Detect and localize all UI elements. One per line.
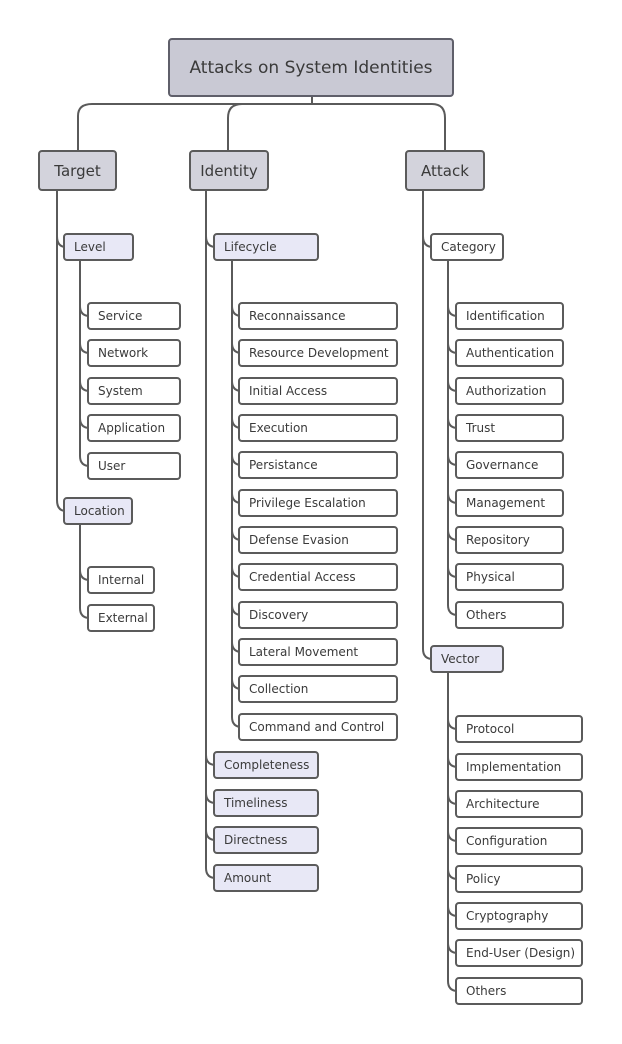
lifecycle-item: Credential Access <box>238 563 398 591</box>
category-item: Authentication <box>455 339 564 367</box>
vector-node: Vector <box>430 645 504 673</box>
lifecycle-item: Persistance <box>238 451 398 479</box>
connector-vector <box>447 673 459 992</box>
target-node: Target <box>38 150 117 191</box>
level-item: User <box>87 452 181 480</box>
lifecycle-item: Command and Control <box>238 713 398 741</box>
vector-item: Configuration <box>455 827 583 855</box>
category-item: Authorization <box>455 377 564 405</box>
vector-item: Protocol <box>455 715 583 743</box>
location-item: Internal <box>87 566 155 594</box>
level-item: Service <box>87 302 181 330</box>
category-item: Identification <box>455 302 564 330</box>
vector-item: Policy <box>455 865 583 893</box>
completeness-node: Completeness <box>213 751 319 779</box>
level-node: Level <box>63 233 134 261</box>
connector-lifecycle <box>231 261 243 728</box>
category-item: Governance <box>455 451 564 479</box>
lifecycle-item: Initial Access <box>238 377 398 405</box>
category-node: Category <box>430 233 504 261</box>
category-item: Physical <box>455 563 564 591</box>
category-item: Repository <box>455 526 564 554</box>
lifecycle-item: Discovery <box>238 601 398 629</box>
vector-item: Others <box>455 977 583 1005</box>
amount-node: Amount <box>213 864 319 892</box>
connector-attack <box>422 191 434 660</box>
level-item: Application <box>87 414 181 442</box>
category-item: Management <box>455 489 564 517</box>
category-item: Others <box>455 601 564 629</box>
connector-level <box>79 261 91 467</box>
vector-item: End-User (Design) <box>455 939 583 967</box>
location-item: External <box>87 604 155 632</box>
lifecycle-item: Reconnaissance <box>238 302 398 330</box>
connector-root <box>77 97 446 150</box>
location-node: Location <box>63 497 133 525</box>
level-item: Network <box>87 339 181 367</box>
connector-identity <box>205 191 217 879</box>
lifecycle-item: Resource Development <box>238 339 398 367</box>
lifecycle-item: Execution <box>238 414 398 442</box>
lifecycle-item: Defense Evasion <box>238 526 398 554</box>
root-node: Attacks on System Identities <box>168 38 454 97</box>
vector-item: Architecture <box>455 790 583 818</box>
vector-item: Cryptography <box>455 902 583 930</box>
level-item: System <box>87 377 181 405</box>
vector-item: Implementation <box>455 753 583 781</box>
identity-node: Identity <box>189 150 269 191</box>
directness-node: Directness <box>213 826 319 854</box>
connector-category <box>447 261 459 616</box>
lifecycle-item: Lateral Movement <box>238 638 398 666</box>
lifecycle-item: Collection <box>238 675 398 703</box>
lifecycle-node: Lifecycle <box>213 233 319 261</box>
timeliness-node: Timeliness <box>213 789 319 817</box>
attack-node: Attack <box>405 150 485 191</box>
category-item: Trust <box>455 414 564 442</box>
lifecycle-item: Privilege Escalation <box>238 489 398 517</box>
